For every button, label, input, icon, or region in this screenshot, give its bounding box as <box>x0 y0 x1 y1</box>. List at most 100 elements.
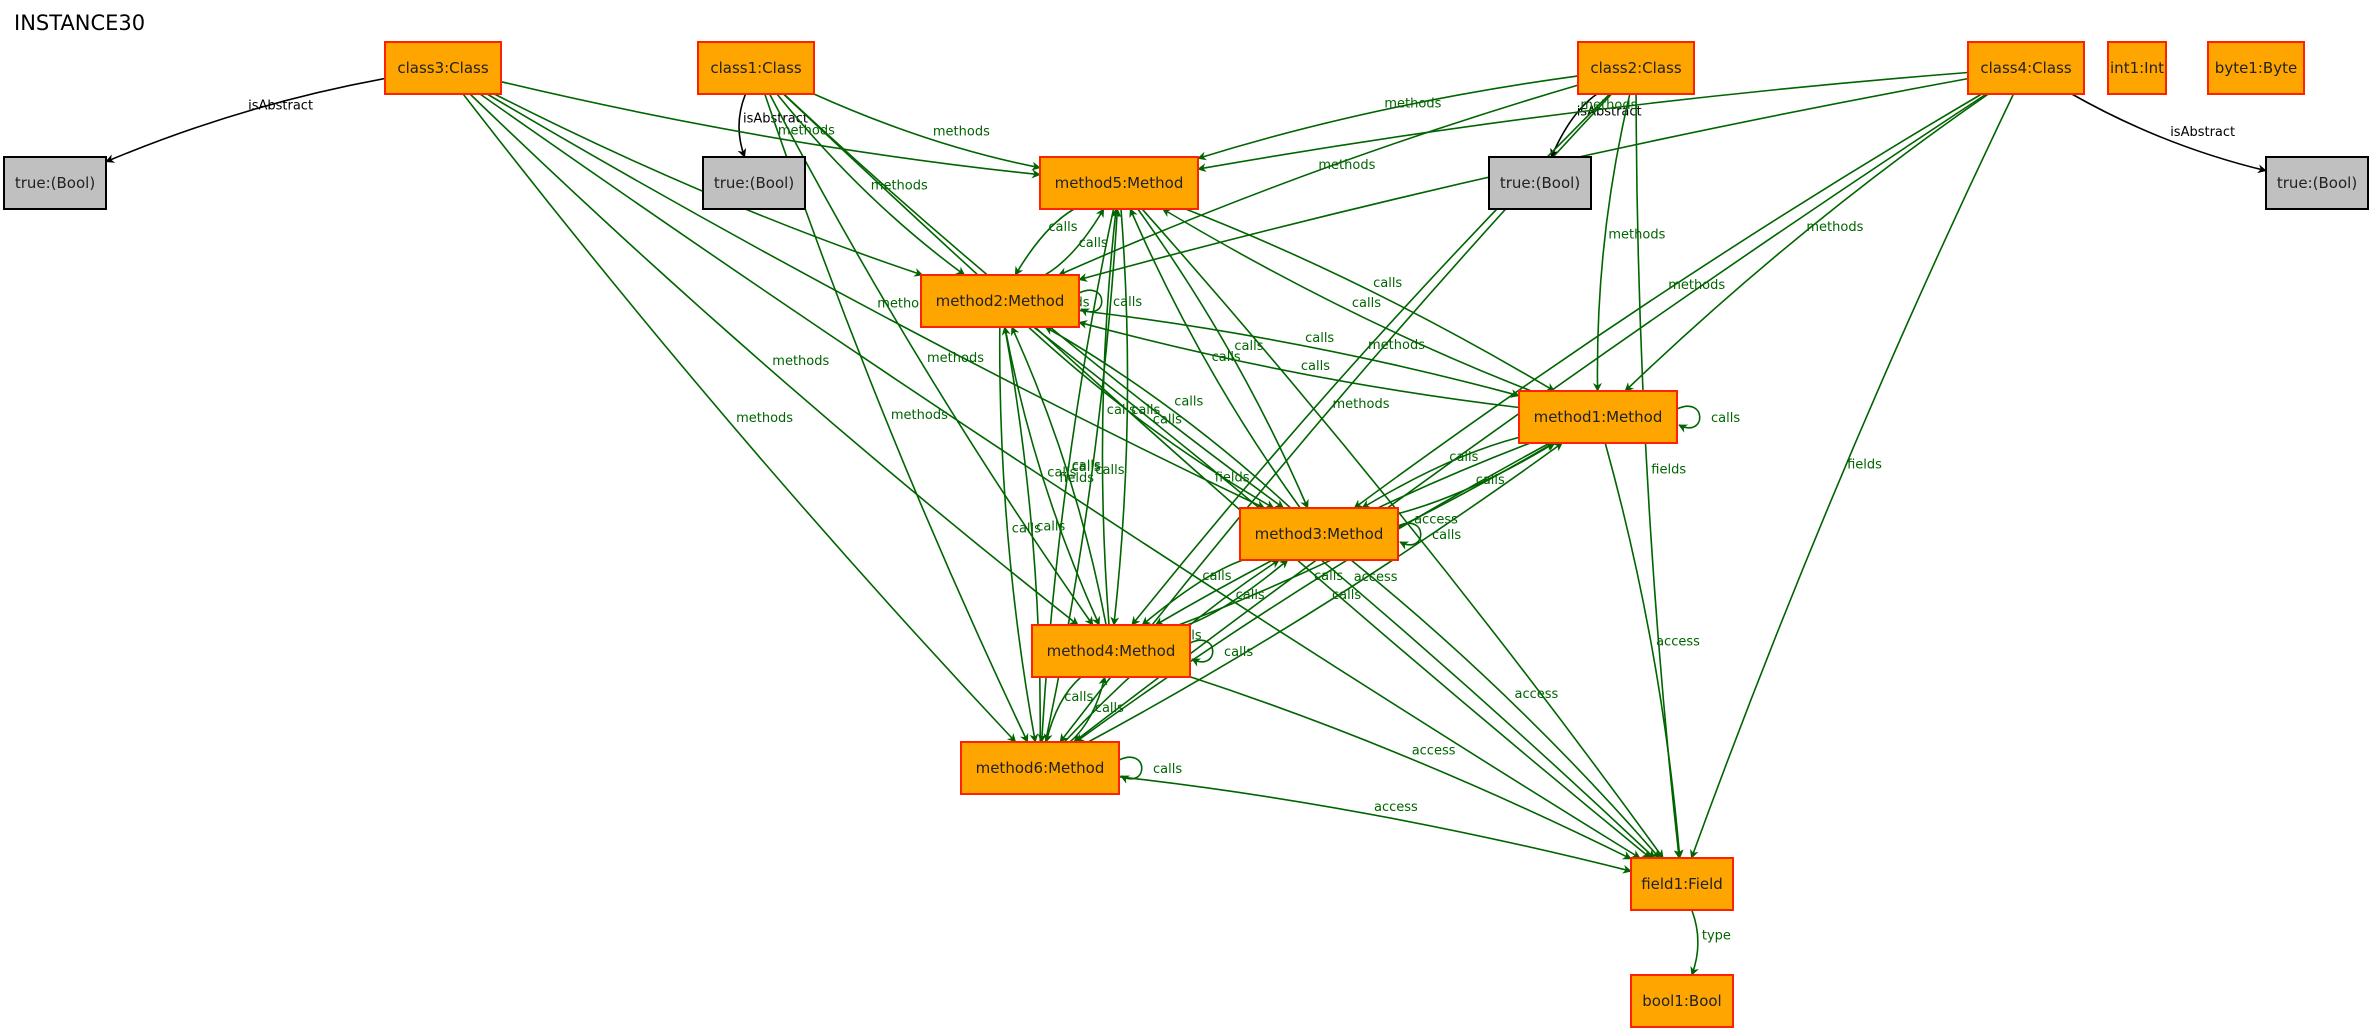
node-label: method3:Method <box>1255 525 1384 543</box>
edge-line <box>1197 75 1579 161</box>
node-class4[interactable]: class4:Class <box>1967 41 2085 95</box>
node-method4[interactable]: method4:Method <box>1031 624 1191 678</box>
node-method1[interactable]: method1:Method <box>1518 390 1678 444</box>
edge-line <box>1033 326 1656 859</box>
edge-line <box>1118 776 1632 874</box>
edge-line <box>1001 326 1042 743</box>
node-label: method6:Method <box>976 759 1105 777</box>
edge-label: calls <box>1224 645 1253 660</box>
edge-method6-calls-method4: calls <box>1069 676 1124 743</box>
edge-line <box>1624 93 1989 392</box>
edge-method3-calls-method5: calls <box>1129 208 1301 509</box>
edge-label: calls <box>1095 701 1124 716</box>
edge-line <box>1604 442 1684 859</box>
node-field1[interactable]: field1:Field <box>1630 857 1734 911</box>
node-method5[interactable]: method5:Method <box>1039 156 1199 210</box>
node-box <box>1630 857 1734 911</box>
edge-method3-calls-method3: calls <box>1397 522 1461 550</box>
edge-method1-calls-method1: calls <box>1676 405 1740 433</box>
edge-label: calls <box>1153 762 1182 777</box>
edge-method4-calls-method6: calls <box>1043 676 1094 743</box>
edge-line <box>1110 208 1129 626</box>
node-box <box>1518 390 1678 444</box>
node-label: int1:Int <box>2110 59 2164 77</box>
edge-class1-methods-method5: methods <box>813 93 1041 171</box>
edge-line <box>1011 326 1107 626</box>
edge-label: calls <box>1373 276 1402 291</box>
edge-class4-methods-method3: methods <box>1353 93 1983 509</box>
edge-label: calls <box>1305 331 1334 346</box>
edge-label: access <box>1515 687 1559 702</box>
diagram-title: INSTANCE30 <box>14 11 145 35</box>
node-label: true:(Bool) <box>714 174 794 192</box>
node-class3[interactable]: class3:Class <box>384 41 502 95</box>
edge-line <box>1141 559 1244 626</box>
edge-label: isAbstract <box>248 98 313 113</box>
edge-label: access <box>1354 570 1398 585</box>
edge-line <box>1137 208 1309 509</box>
node-box <box>1031 624 1191 678</box>
edge-line <box>1690 909 1699 976</box>
edge-label: calls <box>1314 569 1343 584</box>
edge-label: calls <box>1202 569 1231 584</box>
edge-line <box>500 80 1041 179</box>
edge-label: calls <box>1432 528 1461 543</box>
edge-label: calls <box>1064 690 1093 705</box>
node-box <box>3 156 107 210</box>
edge-label: calls <box>1036 520 1065 535</box>
edge-method6-calls-method2: calls <box>1001 326 1066 743</box>
node-box <box>2265 156 2369 210</box>
node-int1[interactable]: int1:Int <box>2107 41 2167 95</box>
node-box <box>702 156 806 210</box>
node-class1[interactable]: class1:Class <box>697 41 815 95</box>
edge-line <box>1197 71 1969 173</box>
node-bool1[interactable]: bool1:Bool <box>1630 974 1734 1028</box>
node-trueA[interactable]: true:(Bool) <box>3 156 107 210</box>
edge-label: calls <box>1048 220 1077 235</box>
node-box <box>2107 41 2167 95</box>
node-label: byte1:Byte <box>2215 59 2297 77</box>
edge-line <box>1186 559 1289 626</box>
edge-class2-fields-field1: fields <box>1635 93 1686 859</box>
edge-label: calls <box>1095 463 1124 478</box>
node-box <box>697 41 815 95</box>
node-layer: class3:Class class1:Class class2:Class clas… <box>3 41 2369 1028</box>
node-method6[interactable]: method6:Method <box>960 741 1120 795</box>
edge-line <box>1676 405 1701 433</box>
edge-class4-methods-method5: methods <box>1197 71 1969 173</box>
node-label: class3:Class <box>397 59 488 77</box>
node-label: class1:Class <box>710 59 801 77</box>
node-class2[interactable]: class2:Class <box>1577 41 1695 95</box>
node-method3[interactable]: method3:Method <box>1239 507 1399 561</box>
node-trueB[interactable]: true:(Bool) <box>702 156 806 210</box>
edge-label: methods <box>736 411 793 426</box>
edge-line <box>1004 326 1100 626</box>
edge-line <box>998 326 1039 743</box>
node-label: class2:Class <box>1590 59 1681 77</box>
edge-label: calls <box>1072 459 1101 474</box>
edge-method1-calls-method2: calls <box>1078 320 1520 409</box>
edge-method2-calls-method1: calls <box>1078 309 1520 398</box>
edge-line <box>469 93 1079 626</box>
edge-label: methods <box>891 408 948 423</box>
node-trueC[interactable]: true:(Bool) <box>1488 156 1592 210</box>
node-label: true:(Bool) <box>15 174 95 192</box>
edge-label: methods <box>1333 397 1390 412</box>
edge-label: access <box>1374 800 1418 815</box>
edge-line <box>776 93 966 276</box>
edge-method3-calls-method2: calls <box>1044 326 1292 509</box>
edge-label: calls <box>1012 521 1041 536</box>
edge-label: fields <box>1847 458 1882 473</box>
node-label: field1:Field <box>1641 875 1723 893</box>
node-method2[interactable]: method2:Method <box>920 274 1080 328</box>
edge-method3-calls-method4: calls <box>1141 559 1244 626</box>
edge-line <box>768 93 1094 626</box>
edge-line <box>1361 436 1520 509</box>
node-byte1[interactable]: byte1:Byte <box>2207 41 2305 95</box>
edge-label: methods <box>1668 278 1725 293</box>
node-trueD[interactable]: true:(Bool) <box>2265 156 2369 210</box>
edge-line <box>1350 559 1661 859</box>
node-box <box>384 41 502 95</box>
edge-line <box>2071 93 2267 174</box>
edge-label: calls <box>1236 588 1265 603</box>
